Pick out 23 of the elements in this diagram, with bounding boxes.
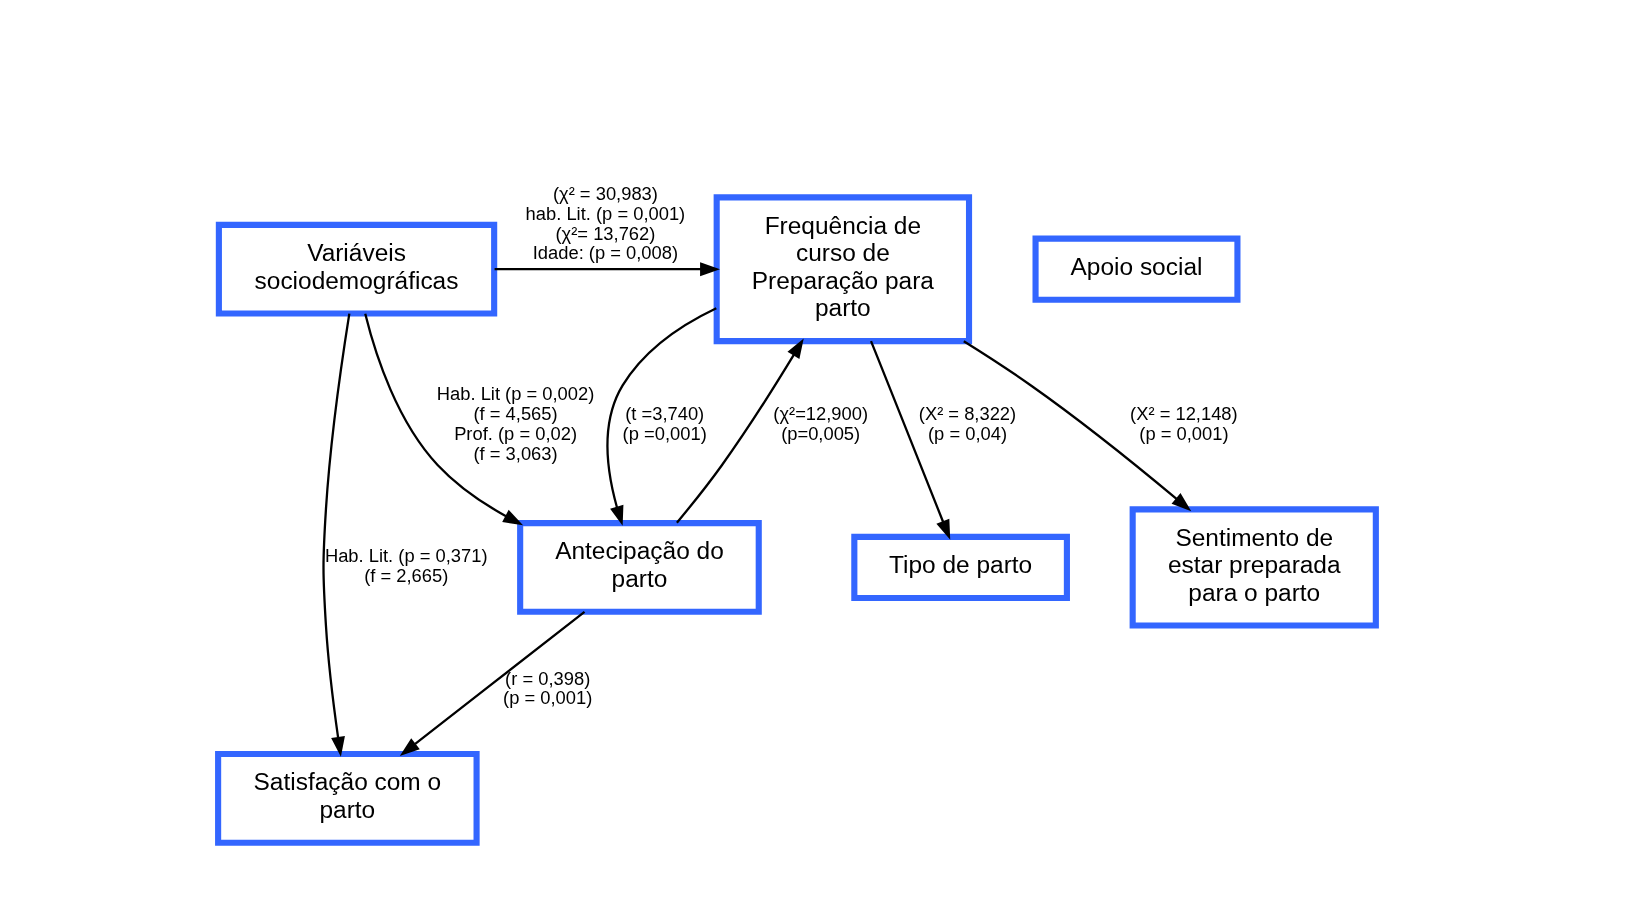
arrow	[399, 610, 585, 756]
edge-label: Hab. Lit. (p = 0,371) (f = 2,665)	[324, 545, 488, 587]
edge-label: Hab. Lit (p = 0,002) (f = 4,565) Prof. (p = 0,02) (f = 3,063)	[436, 383, 594, 464]
node-box: Antecipação do parto	[516, 520, 762, 615]
arrow	[321, 313, 350, 757]
node-box: Variáveis sociodemográficas	[215, 221, 497, 317]
arrow	[494, 262, 720, 277]
node-box: Apoio social	[1032, 235, 1240, 303]
edge-label: (X² = 12,148) (p = 0,001)	[1129, 403, 1238, 444]
node-box: Sentimento de estar preparada para o parto	[1129, 506, 1379, 629]
node-box: Tipo de parto	[850, 533, 1070, 602]
edge-label: (X² = 8,322) (p = 0,04)	[918, 403, 1016, 444]
edge-label: (t =3,740) (p =0,001)	[622, 403, 707, 444]
edge-label: (χ² = 30,983) hab. Lit. (p = 0,001) (χ²= 13,762) Idade: (p = 0,008)	[525, 182, 685, 264]
node-box: Frequência de curso de Preparação para parto	[713, 194, 972, 345]
edge-label: (r = 0,398) (p = 0,001)	[502, 667, 592, 709]
arrow	[605, 307, 717, 526]
arrow	[675, 338, 804, 524]
edge-label: (χ²=12,900) (p=0,005)	[772, 403, 868, 444]
arrow	[869, 340, 950, 540]
node-box: Satisfação com o parto	[214, 750, 480, 846]
arrow	[363, 313, 523, 526]
arrow	[962, 340, 1191, 512]
